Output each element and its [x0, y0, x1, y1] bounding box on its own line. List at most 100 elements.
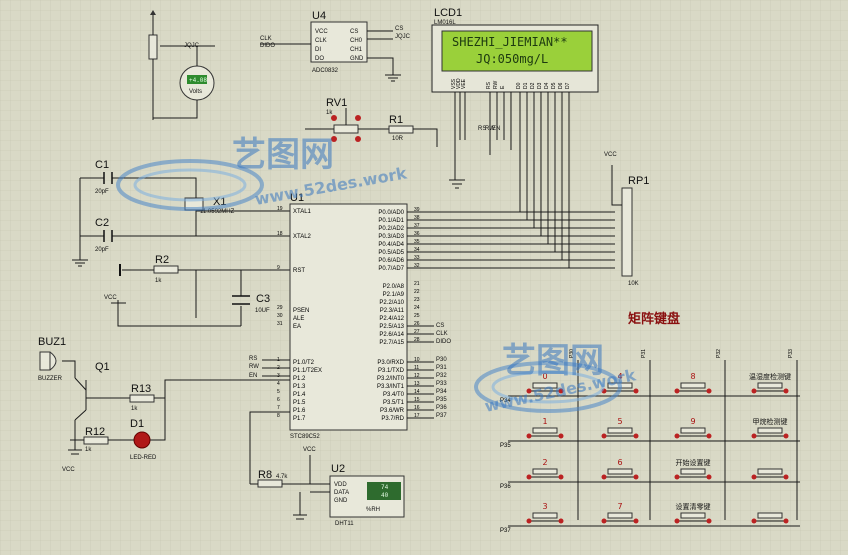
keypad-key[interactable]	[680, 427, 706, 434]
adc-u4[interactable]: U4 ADC0832 VCC CLK DI DO CS CH0 CH1 GND …	[260, 10, 411, 82]
dht-temp-reading: 74	[381, 484, 389, 491]
mcu-u1[interactable]: U1 STC89C52 XTAL119XTAL218RST9PSEN29ALE3…	[277, 192, 420, 440]
rp1-network[interactable]: RP1 10K VCC	[604, 152, 649, 287]
mcu-pin-number: 10	[414, 357, 420, 363]
keypad-col-label: P32	[716, 349, 722, 358]
keypad-key[interactable]	[532, 382, 558, 389]
keypad-key[interactable]	[607, 512, 633, 519]
keypad-key[interactable]	[607, 427, 633, 434]
data-bus-wires: RS RW EN	[407, 92, 615, 269]
mcu-pin-number: 22	[414, 289, 420, 295]
lcd-pin-rs: RS	[486, 81, 492, 89]
mcu-pin-number: 33	[414, 255, 420, 261]
keypad-key-label: 0	[542, 372, 547, 381]
adc-pin-do: DO	[315, 56, 324, 62]
r12-ref: R12	[85, 426, 105, 438]
dht-vcc: VCC	[303, 447, 316, 453]
adc-pin-gnd: GND	[350, 56, 364, 62]
buzzer-group[interactable]: BUZ1 BUZZER Q1 VCC R13 1k R12 1k D1 LED-…	[38, 336, 290, 473]
mcu-pin-name: P2.3/A11	[380, 308, 405, 314]
mcu-model: STC89C52	[290, 434, 320, 440]
mcu-pin-number: 14	[414, 389, 420, 395]
mcu-pin-name: P2.1/A9	[383, 292, 405, 298]
reset-circuit[interactable]: R2 1k C3 10UF VCC	[104, 254, 290, 327]
keypad-key-pin	[751, 518, 757, 524]
rv1-group[interactable]: RV1 1k	[305, 97, 390, 142]
lcd-pin-d2: D2	[530, 82, 536, 89]
keypad-key-label: 5	[617, 417, 622, 426]
mcu-pin-name: P3.5/T1	[383, 400, 405, 406]
keypad-key[interactable]	[757, 468, 783, 475]
mcu-pin-number: 17	[414, 413, 420, 419]
mcu-pin-number: 28	[414, 337, 420, 343]
keypad-key[interactable]	[757, 382, 783, 389]
keypad-key[interactable]	[532, 468, 558, 475]
mcu-net-labels: CS CLK DIDO RS RW EN P30 P31 P32 P33 P34…	[249, 323, 451, 419]
mcu-pin-number: 21	[414, 281, 420, 287]
d1-value: LED-RED	[130, 455, 157, 461]
mcu-pin-name: P0.5/AD5	[378, 250, 404, 256]
mcu-pin-number: 25	[414, 313, 420, 319]
mcu-pin-number: 27	[414, 329, 420, 335]
dht-pin-vdd: VDD	[334, 482, 347, 488]
mcu-pin-number: 29	[277, 305, 283, 311]
keypad-row-label: P36	[500, 484, 511, 490]
mcu-pin-name: P0.3/AD3	[378, 234, 404, 240]
dht-pin-data: DATA	[334, 490, 349, 496]
lcd-pin-rw: RW	[493, 80, 499, 89]
lcd-component[interactable]: LCD1 LM016L SHEZHI_JIEMIAN** JQ:050mg/L …	[431, 7, 599, 93]
r8-value: 4.7k	[276, 474, 288, 480]
dht11-group[interactable]: U2 DHT11 VDD DATA GND 74 40 %RH VCC R8 4…	[249, 411, 405, 527]
lcd-ctrl-rs: RS	[478, 126, 486, 132]
mcu-pin-name: P2.0/A8	[383, 284, 405, 290]
mcu-pin-name: XTAL2	[293, 234, 312, 240]
keypad-key[interactable]	[532, 512, 558, 519]
keypad-key-pin	[601, 518, 607, 524]
voltmeter-group[interactable]: +4.08 Volts JQJC	[148, 10, 215, 120]
keypad-key[interactable]	[680, 512, 706, 519]
keypad-key[interactable]	[607, 468, 633, 475]
keypad-key[interactable]	[680, 382, 706, 389]
mcu-pin-name: ALE	[293, 316, 304, 322]
mcu-pin-name: RST	[293, 268, 305, 274]
mcu-pin-number: 19	[277, 206, 283, 212]
keypad-key[interactable]	[532, 427, 558, 434]
mcu-pin-number: 5	[277, 389, 280, 395]
r1-value: 10R	[392, 136, 404, 142]
lcd-pin-d0: D0	[516, 82, 522, 89]
mcu-pin-name: P0.6/AD6	[378, 258, 404, 264]
r13-value: 1k	[131, 406, 138, 412]
mcu-pin-name: P0.2/AD2	[378, 226, 404, 232]
lcd-model: LM016L	[434, 20, 456, 26]
keypad-key-pin	[706, 388, 712, 394]
rp1-ref: RP1	[628, 175, 649, 187]
keypad-key-label: 7	[617, 502, 622, 511]
keypad-key-pin	[526, 474, 532, 480]
keypad-key-label: 3	[542, 502, 547, 511]
mcu-pin-number: 32	[414, 263, 420, 269]
lcd-pin-d4: D4	[544, 82, 550, 89]
mcu-pin-number: 34	[414, 247, 420, 253]
keypad-key[interactable]	[757, 512, 783, 519]
adc-model: ADC0832	[312, 68, 339, 74]
mcu-pin-name: P3.0/RXD	[377, 360, 404, 366]
keypad-key[interactable]	[680, 468, 706, 475]
keypad-key[interactable]	[757, 427, 783, 434]
keypad-key-pin	[674, 518, 680, 524]
mcu-pin-number: 7	[277, 405, 280, 411]
lcd-pin-vss: VSS	[451, 78, 457, 89]
dht-hum-reading: 40	[381, 492, 389, 499]
keypad-key-label: 温湿度检测键	[749, 372, 791, 381]
keypad-key-label: 甲烷检测键	[753, 417, 788, 426]
net-rw: RW	[249, 364, 259, 370]
mcu-pin-number: 9	[277, 265, 280, 271]
c2-ref: C2	[95, 217, 109, 229]
net-p32: P32	[436, 373, 447, 379]
dht-ref: U2	[331, 463, 345, 475]
keypad-key-pin	[706, 474, 712, 480]
q1-ref: Q1	[95, 361, 110, 373]
voltmeter-reading: +4.08	[189, 77, 207, 84]
r1-group[interactable]: R1 10R	[388, 114, 438, 147]
